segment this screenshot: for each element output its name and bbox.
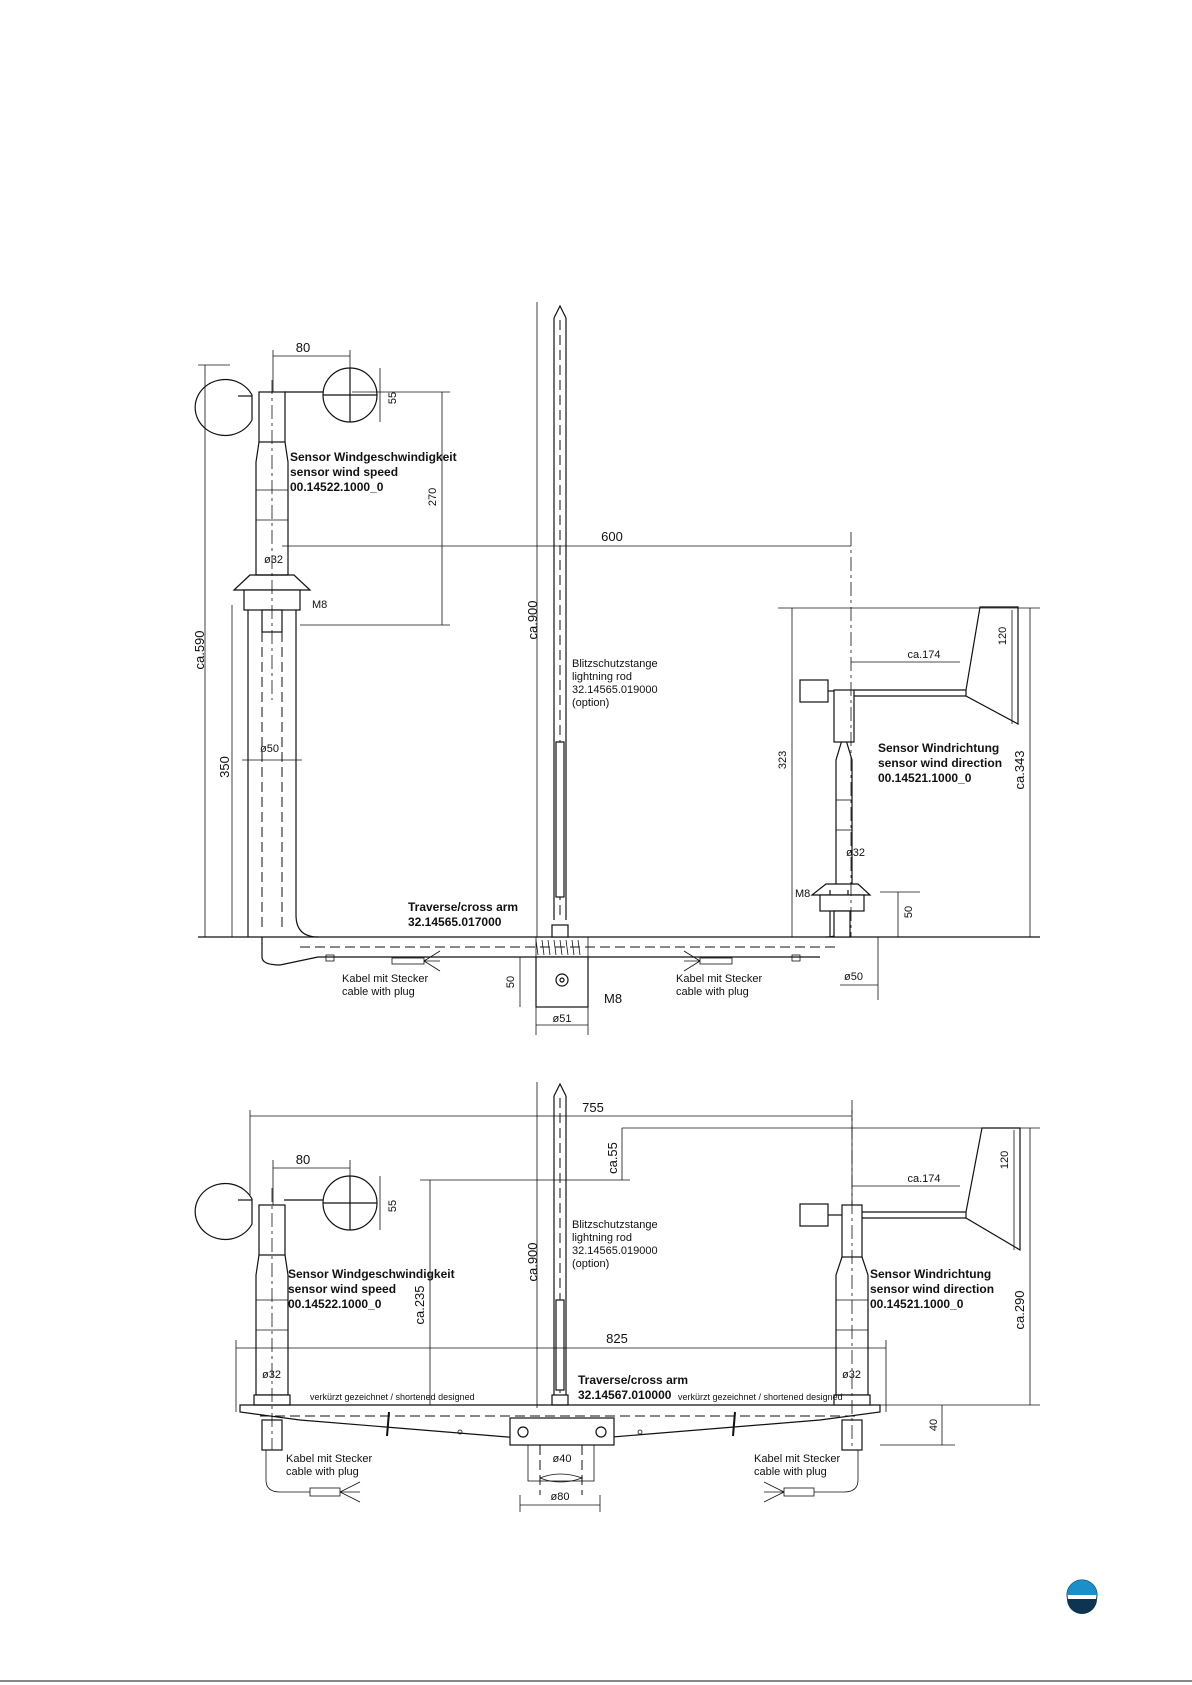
- dim-cup-height: 55: [387, 392, 399, 404]
- dimensions-top: [198, 350, 1040, 1035]
- dim-diam-50-left: ø50: [260, 743, 279, 755]
- cross-arm-bottom-line2: 32.14567.010000: [578, 1388, 672, 1402]
- direction-sensor-line1: Sensor Windrichtung: [878, 741, 999, 755]
- dim-diam-32-bottom-left: ø32: [262, 1369, 281, 1381]
- direction-sensor-bottom-line2: sensor wind direction: [870, 1282, 994, 1296]
- cable-left-line2: cable with plug: [342, 986, 415, 998]
- dim-vane-height-bottom: 120: [999, 1151, 1011, 1169]
- dim-speed-height: 270: [427, 488, 439, 506]
- lightning-rod-top: [536, 302, 569, 938]
- lightning-rod-bottom-line3: 32.14565.019000: [572, 1245, 658, 1257]
- dim-mount-50: 50: [505, 976, 517, 988]
- dim-ca290: ca.290: [1012, 1290, 1027, 1329]
- direction-sensor-bottom-line1: Sensor Windrichtung: [870, 1267, 991, 1281]
- cable-right-line2: cable with plug: [676, 986, 749, 998]
- cable-left-line1: Kabel mit Stecker: [342, 973, 429, 985]
- dim-cup-spacing: 80: [296, 340, 310, 355]
- dim-cup-spacing-bottom: 80: [296, 1152, 310, 1167]
- dim-cup-height-bottom: 55: [387, 1200, 399, 1212]
- dim-diam-51: ø51: [553, 1013, 572, 1025]
- dim-vane-length: ca.174: [907, 649, 940, 661]
- dim-diam-32-bottom-right: ø32: [842, 1369, 861, 1381]
- lightning-rod-bottom-line4: (option): [572, 1258, 609, 1270]
- shortened-label-right: verkürzt gezeichnet / shortened designed: [678, 1392, 843, 1402]
- wind-speed-sensor-top: [194, 367, 378, 937]
- dim-diam-32-left: ø32: [264, 554, 283, 566]
- dim-diam-32-right: ø32: [846, 847, 865, 859]
- company-logo: [1066, 1579, 1098, 1614]
- bottom-view-labels: 755 ca.55 120 ca.174 80 55 ca.900 Blitzs…: [262, 1100, 1027, 1503]
- direction-sensor-line3: 00.14521.1000_0: [878, 771, 972, 785]
- speed-sensor-bottom-line1: Sensor Windgeschwindigkeit: [288, 1267, 455, 1281]
- dimensions-bottom: [235, 1110, 1040, 1512]
- dim-vane-height: 120: [997, 627, 1009, 645]
- dim-left-height: 350: [217, 756, 232, 778]
- direction-sensor-bottom-line3: 00.14521.1000_0: [870, 1297, 964, 1311]
- bottom-view-drawing: [194, 1082, 1040, 1512]
- direction-sensor-line2: sensor wind direction: [878, 756, 1002, 770]
- logo-bottom-half: [1067, 1599, 1097, 1614]
- lightning-rod-line3: 32.14565.019000: [572, 684, 658, 696]
- top-view-drawing: [194, 302, 1040, 1035]
- dim-40: 40: [928, 1419, 940, 1431]
- cable-left-bottom-line2: cable with plug: [286, 1466, 359, 1478]
- cross-arm-bottom: [239, 1404, 881, 1495]
- cable-right-line1: Kabel mit Stecker: [676, 973, 763, 985]
- dim-rod-length: ca.900: [525, 600, 540, 639]
- speed-sensor-line1: Sensor Windgeschwindigkeit: [290, 450, 457, 464]
- dim-rod-length-bottom: ca.900: [525, 1242, 540, 1281]
- dim-span-755: 755: [582, 1100, 604, 1115]
- dim-total-height-right: ca.343: [1012, 750, 1027, 789]
- dim-right-50: 50: [903, 906, 915, 918]
- speed-sensor-line3: 00.14522.1000_0: [290, 480, 384, 494]
- top-view-labels: 80 55 270 600 ca.590 350 ø32 ø50 M8 Sens…: [192, 340, 1027, 1025]
- lightning-rod-bottom: [536, 1082, 569, 1408]
- dim-ca235: ca.235: [412, 1285, 427, 1324]
- lightning-rod-line4: (option): [572, 697, 609, 709]
- shortened-label-left: verkürzt gezeichnet / shortened designed: [310, 1392, 475, 1402]
- cross-arm-line1: Traverse/cross arm: [408, 900, 518, 914]
- dim-diam-50-right: ø50: [844, 971, 863, 983]
- dim-diam-40: ø40: [553, 1453, 572, 1465]
- cable-right-bottom-line2: cable with plug: [754, 1466, 827, 1478]
- speed-sensor-bottom-line3: 00.14522.1000_0: [288, 1297, 382, 1311]
- dim-dir-height: 323: [777, 751, 789, 769]
- lightning-rod-bottom-line1: Blitzschutzstange: [572, 1219, 658, 1231]
- lightning-rod-bottom-line2: lightning rod: [572, 1232, 632, 1244]
- wind-direction-sensor-top: [799, 532, 1019, 938]
- dim-diam-80: ø80: [551, 1491, 570, 1503]
- cross-arm-line2: 32.14565.017000: [408, 915, 502, 929]
- lightning-rod-line1: Blitzschutzstange: [572, 658, 658, 670]
- dim-span-825: 825: [606, 1331, 628, 1346]
- thread-m8-right: M8: [795, 888, 810, 900]
- dim-ca55: ca.55: [605, 1142, 620, 1174]
- cross-arm-bottom-line1: Traverse/cross arm: [578, 1373, 688, 1387]
- cable-left-bottom-line1: Kabel mit Stecker: [286, 1453, 373, 1465]
- thread-m8-left: M8: [312, 599, 327, 611]
- logo-top-half: [1067, 1580, 1097, 1595]
- dim-total-height-left: ca.590: [192, 630, 207, 669]
- cable-right-bottom-line1: Kabel mit Stecker: [754, 1453, 841, 1465]
- speed-sensor-line2: sensor wind speed: [290, 465, 398, 479]
- thread-m8-mount: M8: [604, 991, 622, 1006]
- lightning-rod-line2: lightning rod: [572, 671, 632, 683]
- wind-direction-sensor-bottom: [763, 1100, 1021, 1503]
- dim-arm-spacing: 600: [601, 529, 623, 544]
- dim-vane-length-bottom: ca.174: [907, 1173, 940, 1185]
- speed-sensor-bottom-line2: sensor wind speed: [288, 1282, 396, 1296]
